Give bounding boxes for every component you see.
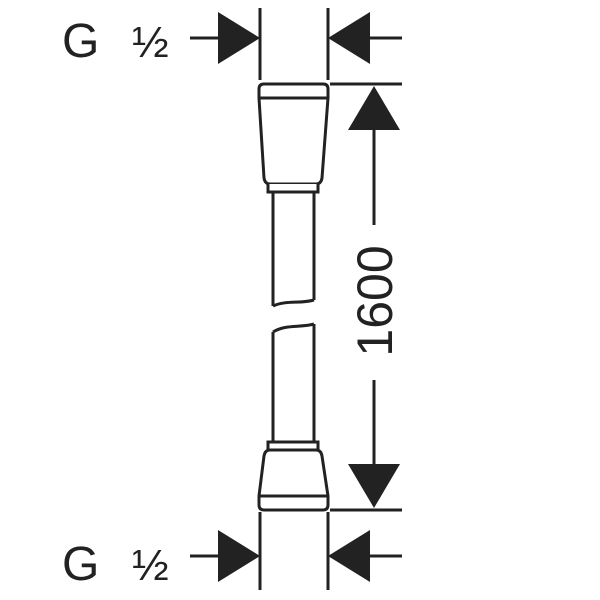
top-right-arrowhead-icon (328, 12, 370, 64)
top-left-arrowhead-icon (218, 12, 260, 64)
hose-upper-break (272, 298, 315, 308)
bottom-extension-lines (258, 512, 330, 590)
length-dimension: 1600 (347, 86, 403, 508)
top-nut-body (257, 82, 330, 186)
bottom-nut-body (257, 448, 330, 512)
top-nut-collar (266, 184, 320, 194)
bottom-left-arrowhead-icon (218, 530, 260, 582)
top-extension-lines (258, 8, 330, 80)
length-bottom-arrowhead-icon (348, 464, 400, 508)
bottom-thread-label: G ½ (62, 538, 169, 591)
bottom-thread-letter: G (62, 538, 99, 591)
top-thread-size: ½ (132, 18, 169, 67)
length-extension-lines (330, 82, 402, 512)
top-width-dimension (190, 12, 402, 64)
bottom-right-arrowhead-icon (328, 530, 370, 582)
bottom-thread-size: ½ (132, 541, 169, 590)
length-top-arrowhead-icon (348, 86, 400, 130)
bottom-nut-collar (266, 440, 320, 450)
hose-lower-segment (271, 322, 316, 442)
top-thread-letter: G (62, 15, 99, 68)
hose-upper-segment (271, 192, 316, 308)
top-thread-label: G ½ (62, 15, 169, 68)
length-value: 1600 (347, 245, 403, 356)
top-fitting (257, 82, 330, 194)
bottom-fitting (257, 440, 330, 512)
hose-lower-break (272, 322, 315, 334)
bottom-width-dimension (190, 530, 402, 582)
